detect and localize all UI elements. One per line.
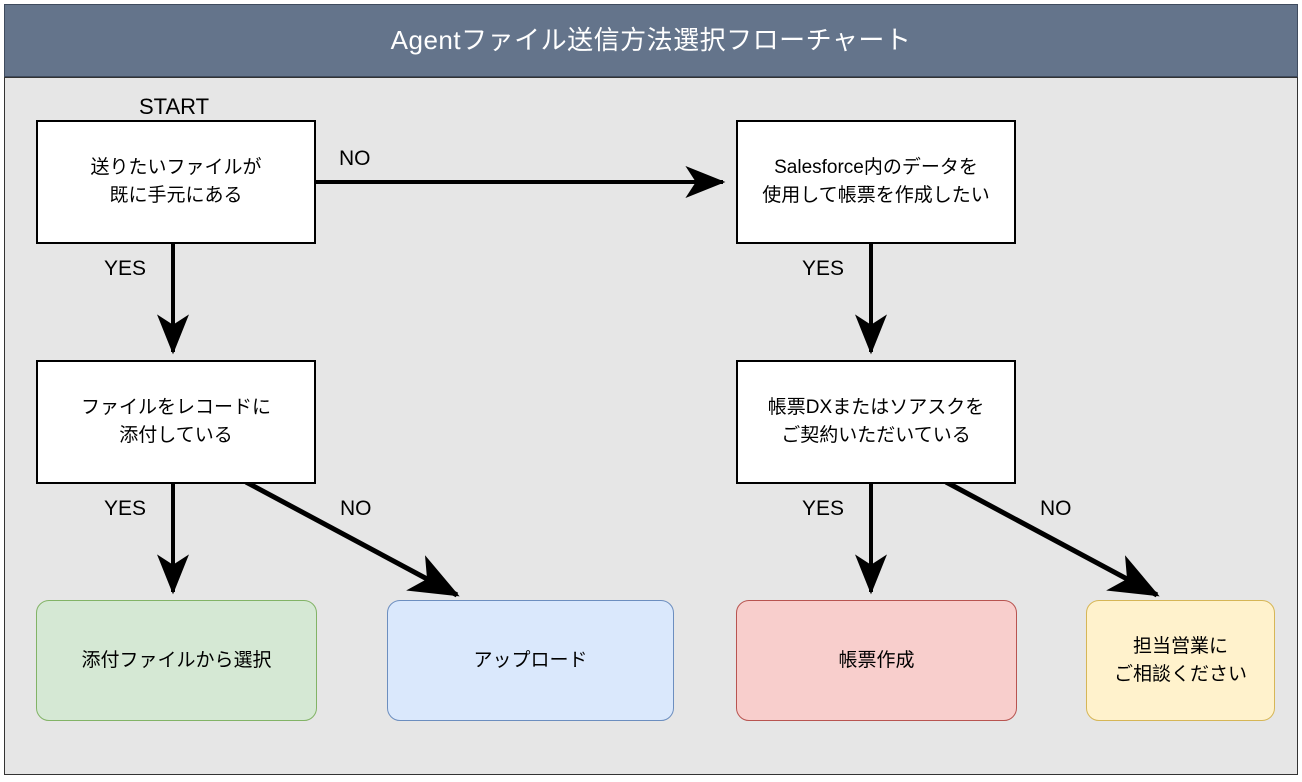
- node-text: ファイルをレコードに 添付している: [80, 397, 271, 446]
- node-text: 担当営業に ご相談ください: [1113, 635, 1247, 685]
- decision-node-create-report-from-salesforce[interactable]: Salesforce内のデータを 使用して帳票を作成したい: [736, 120, 1016, 244]
- node-text: アップロード: [473, 649, 588, 671]
- edge-label-q3-no: NO: [340, 497, 372, 520]
- node-layer: START 送りたいファイルが 既に手元にある Salesforce内のデータを…: [5, 78, 1297, 774]
- terminal-node-create-report[interactable]: 帳票作成: [736, 600, 1017, 721]
- terminal-node-contact-sales[interactable]: 担当営業に ご相談ください: [1086, 600, 1275, 721]
- node-text: 添付ファイルから選択: [81, 649, 272, 671]
- decision-node-file-attached-to-record[interactable]: ファイルをレコードに 添付している: [36, 360, 316, 484]
- title-bar: Agentファイル送信方法選択フローチャート: [4, 4, 1298, 77]
- decision-node-file-on-hand[interactable]: 送りたいファイルが 既に手元にある: [36, 120, 316, 244]
- decision-node-has-contract[interactable]: 帳票DXまたはソアスクを ご契約いただいている: [736, 360, 1016, 484]
- node-text: 帳票作成: [838, 649, 915, 671]
- edge-label-q1-no: NO: [339, 147, 371, 170]
- node-text: 帳票DXまたはソアスクを ご契約いただいている: [767, 397, 985, 446]
- terminal-node-select-from-attachments[interactable]: 添付ファイルから選択: [36, 600, 317, 721]
- start-label: START: [139, 94, 210, 119]
- edge-label-q3-yes: YES: [104, 497, 147, 520]
- edge-label-q4-no: NO: [1040, 497, 1072, 520]
- edge-label-q4-yes: YES: [802, 497, 845, 520]
- node-text: 送りたいファイルが 既に手元にある: [90, 157, 262, 206]
- node-text: Salesforce内のデータを 使用して帳票を作成したい: [762, 157, 990, 206]
- diagram-canvas: START 送りたいファイルが 既に手元にある Salesforce内のデータを…: [4, 77, 1298, 775]
- edge-label-q1-yes: YES: [104, 257, 147, 280]
- terminal-node-upload[interactable]: アップロード: [387, 600, 674, 721]
- page-title: Agentファイル送信方法選択フローチャート: [390, 24, 912, 55]
- edge-label-q2-yes: YES: [802, 257, 845, 280]
